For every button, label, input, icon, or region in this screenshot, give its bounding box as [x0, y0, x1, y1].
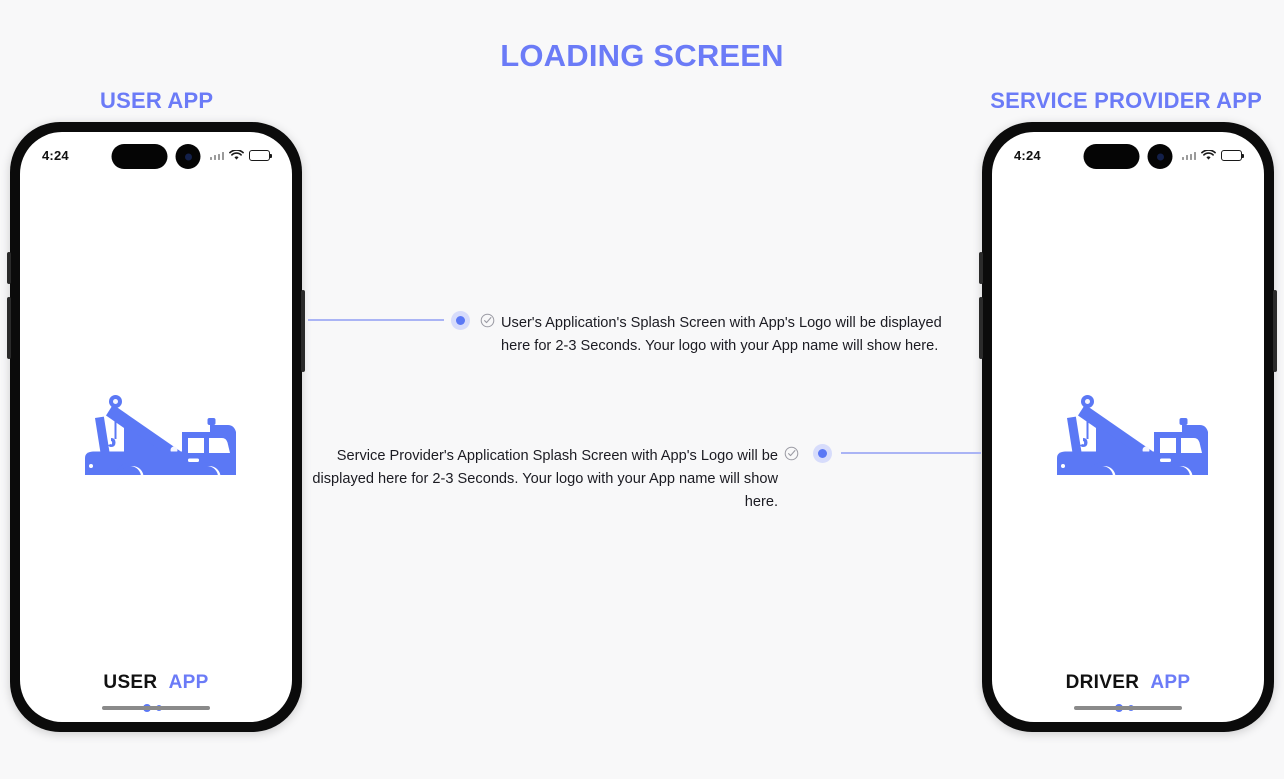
app-wordmark-service-provider-app: DRIVER APP — [992, 672, 1264, 694]
status-bar-time: 4:24 — [1014, 147, 1041, 163]
page-title: LOADING SCREEN — [500, 38, 784, 73]
wordmark-primary: USER — [103, 672, 158, 693]
power-button[interactable] — [1273, 290, 1277, 372]
power-button[interactable] — [301, 290, 305, 372]
battery-icon — [1221, 149, 1245, 161]
dynamic-island — [1083, 144, 1173, 169]
tow-truck-icon — [1057, 395, 1208, 475]
wordmark-secondary: APP — [1150, 672, 1191, 693]
check-circle-icon — [480, 313, 495, 328]
app-wordmark-user-app: USER APP — [20, 672, 292, 694]
wifi-icon — [1201, 149, 1216, 161]
dynamic-island — [111, 144, 201, 169]
wordmark-secondary: APP — [168, 672, 209, 693]
status-bar: 4:24 — [20, 132, 292, 178]
phone-screen-user-app: 4:24 — [20, 132, 292, 722]
tow-truck-icon — [85, 395, 236, 475]
status-bar: 4:24 — [992, 132, 1264, 178]
dynamic-island-pill — [1083, 144, 1140, 169]
status-bar-time: 4:24 — [42, 147, 69, 163]
wordmark-primary: DRIVER — [1065, 672, 1140, 693]
connector-dot — [813, 444, 832, 463]
front-camera-icon — [1147, 144, 1173, 169]
splash-logo-user-app — [20, 377, 292, 475]
wifi-icon — [229, 149, 244, 161]
check-circle-icon — [784, 446, 799, 461]
status-bar-indicators — [209, 149, 273, 161]
volume-up-button[interactable] — [979, 252, 983, 284]
home-indicator[interactable] — [1074, 706, 1182, 710]
connector-line — [841, 452, 981, 454]
panel-title-service-provider-app: SERVICE PROVIDER APP — [990, 88, 1262, 113]
signal-bars-icon — [209, 151, 224, 160]
phone-mockup-service-provider-app: 4:24 — [979, 122, 1277, 732]
front-camera-icon — [175, 144, 201, 169]
splash-logo-service-provider-app — [992, 377, 1264, 475]
connector-line — [308, 319, 444, 321]
battery-icon — [249, 149, 273, 161]
phone-mockup-user-app: 4:24 — [7, 122, 305, 732]
home-indicator[interactable] — [102, 706, 210, 710]
volume-down-button[interactable] — [979, 297, 983, 359]
phone-screen-service-provider-app: 4:24 — [992, 132, 1264, 722]
panel-title-user-app: USER APP — [100, 88, 214, 113]
volume-up-button[interactable] — [7, 252, 11, 284]
callout-text-service-provider-app: Service Provider's Application Splash Sc… — [312, 448, 778, 510]
signal-bars-icon — [1181, 151, 1196, 160]
connector-dot — [451, 311, 470, 330]
dynamic-island-pill — [111, 144, 168, 169]
volume-down-button[interactable] — [7, 297, 11, 359]
callout-text-user-app: User's Application's Splash Screen with … — [501, 315, 942, 354]
status-bar-indicators — [1181, 149, 1245, 161]
